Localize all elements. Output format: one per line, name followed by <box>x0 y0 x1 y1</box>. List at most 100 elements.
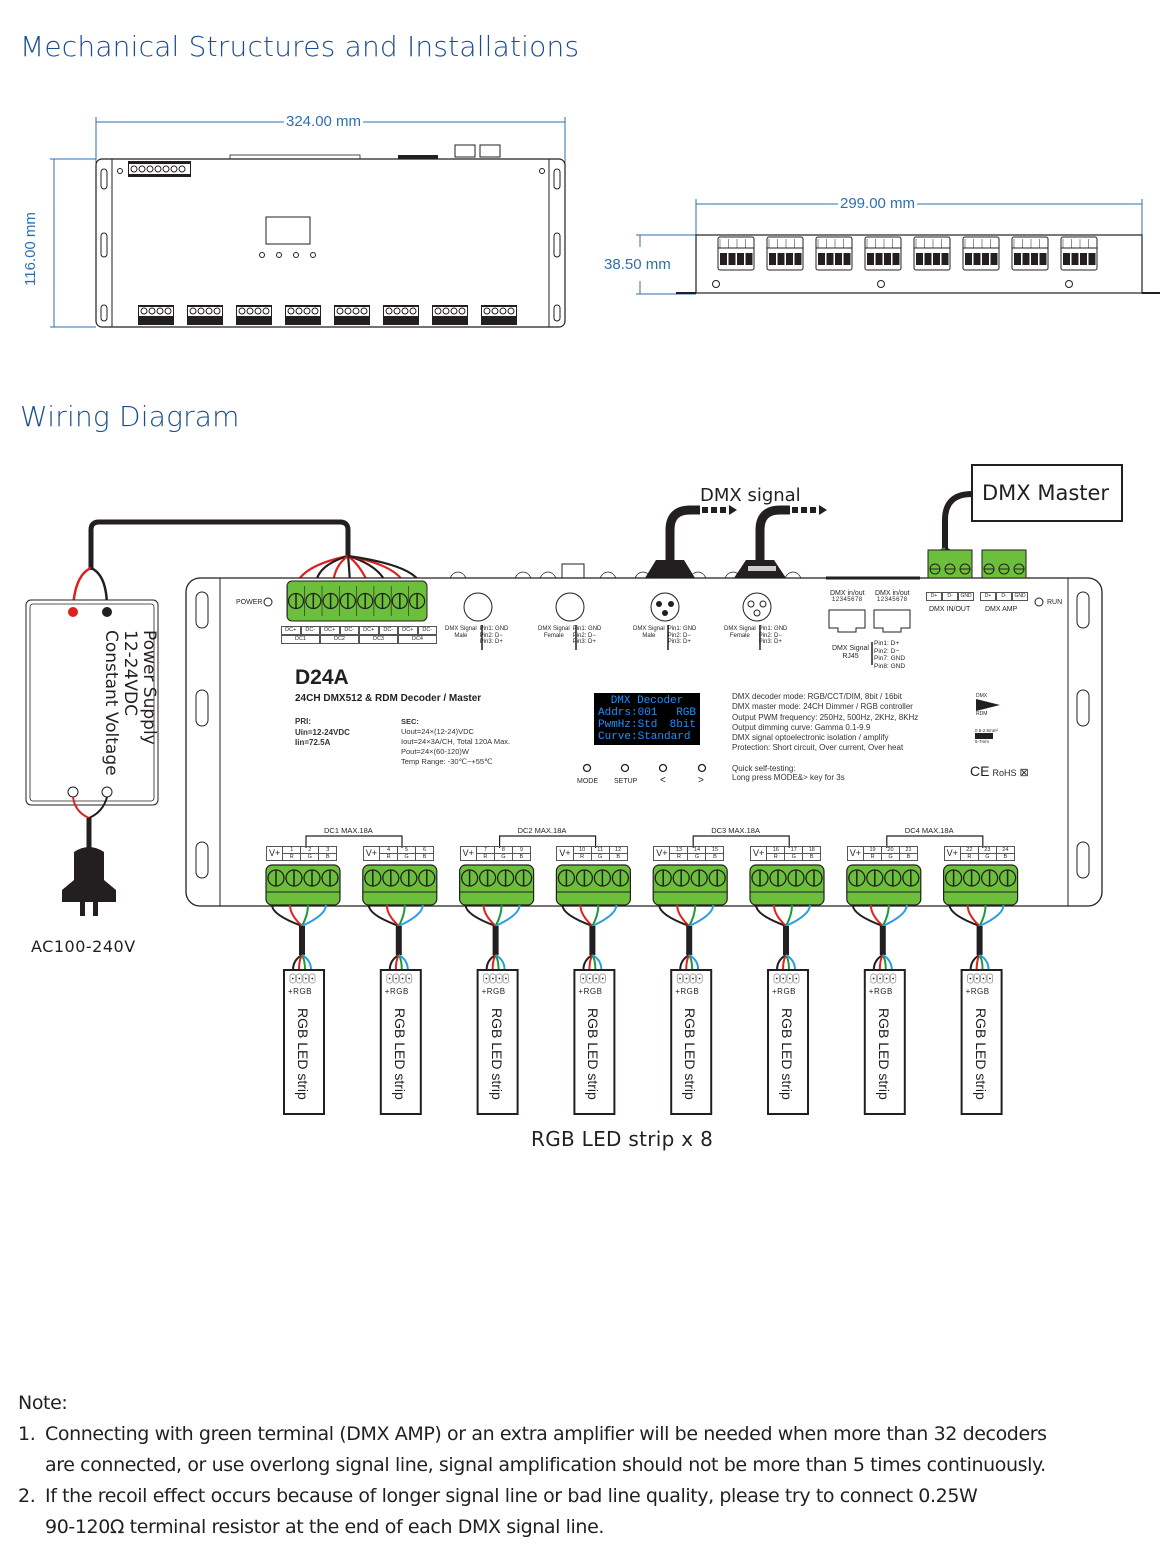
led-strip-label: RGB LED strip <box>585 1008 602 1100</box>
rj45-signal-label1: DMX Signal <box>832 645 869 652</box>
led-strip-label: RGB LED strip <box>682 1008 699 1100</box>
notes-section: Note: 1.Connecting with green terminal (… <box>18 1388 1047 1543</box>
led-strip-pin-label: +RGB <box>772 987 797 996</box>
dmx-rdm-icon: DMX RDM <box>976 693 1016 717</box>
led-strip-pin-label: +RGB <box>384 987 409 996</box>
rj45-pin-numbers: 12345678 <box>876 597 908 603</box>
led-strip-label: RGB LED strip <box>488 1008 505 1100</box>
note-text: If the recoil effect occurs because of l… <box>45 1485 978 1507</box>
pri-title: PRI: <box>295 717 311 726</box>
vplus-label: V+ <box>556 846 574 861</box>
dc-group-label: DC1 <box>281 635 320 644</box>
dc-input-terminal-label: DC+ <box>398 626 418 635</box>
rj45-pin: Pin8: GND <box>874 662 906 670</box>
led-strip <box>960 969 1003 1115</box>
self-test-note: Quick self-testing: Long press MODE&> ke… <box>732 764 845 782</box>
output-terminal-block <box>749 864 825 906</box>
oled-bit: 8bit <box>669 719 696 731</box>
dmx-terminal-label: D- <box>996 592 1012 601</box>
top-view-drawing <box>50 117 566 328</box>
sec-line: Iout=24×3A/CH, Total 120A Max. <box>401 737 511 746</box>
mechanical-section-title: Mechanical Structures and Installations <box>20 30 580 63</box>
led-strip <box>573 969 616 1115</box>
feature-item: DMX master mode: 24CH Dimmer / RGB contr… <box>732 702 913 712</box>
led-strip <box>283 969 325 1115</box>
sec-spec: SEC: Uout=24×(12-24)VDC Iout=24×3A/CH, T… <box>401 717 510 767</box>
rdm-icon-text: RDM <box>976 711 988 717</box>
group-bracket <box>305 835 403 848</box>
oled-mode: RGB <box>676 707 696 719</box>
feature-item: DMX decoder mode: RGB/CCT/DIM, 8bit / 16… <box>732 692 902 701</box>
dc-input-terminal-label: DC- <box>378 626 398 635</box>
weee-bin-icon: ⊠ <box>1019 767 1029 779</box>
wiring-section-title: Wiring Diagram <box>20 400 240 433</box>
wire-spec-text: 0.5-2.5mm² <box>975 728 999 733</box>
top-width-dimension: 324.00 mm <box>284 113 364 130</box>
led-strip-pin-label: +RGB <box>578 987 603 996</box>
left-button[interactable]: < <box>660 775 666 786</box>
dmx-amp-terminal-labels: D+D-GND <box>980 592 1028 601</box>
mode-button[interactable]: MODE <box>577 778 598 785</box>
dc-input-terminal-label: DC+ <box>359 626 379 635</box>
dc-input-terminal-label: DC+ <box>320 626 340 635</box>
feature-item: Output PWM frequency: 250Hz, 500Hz, 2KHz… <box>732 712 919 722</box>
led-strip-label: RGB LED strip <box>875 1008 892 1100</box>
ac-plug-icon <box>62 847 116 902</box>
led-strip <box>670 969 713 1115</box>
dmx-signal-label: DMX signal <box>700 485 801 506</box>
notes-title: Note: <box>18 1392 68 1414</box>
output-group-label: DC1 MAX.18A <box>324 826 373 835</box>
power-supply-box <box>29 603 155 802</box>
rj45-pin: Pin7: GND <box>874 655 906 662</box>
led-strip-label: RGB LED strip <box>295 1008 311 1100</box>
dc-group-label: DC3 <box>359 635 398 644</box>
vplus-label: V+ <box>266 846 284 861</box>
rj45-pin: Pin1: D+ <box>874 640 900 647</box>
sec-line: Pout=24×(60-120)W <box>401 747 469 756</box>
pri-spec: PRI: Uin=12-24VDC Iin=72.5A <box>295 717 350 749</box>
setup-button[interactable]: SETUP <box>614 778 638 785</box>
led-strip-pin-label: +RGB <box>481 987 506 996</box>
power-supply-line2: 12-24VDC <box>120 630 140 716</box>
model-subtitle: 24CH DMX512 & RDM Decoder / Master <box>295 693 482 704</box>
note-text-continued: 90-120Ω terminal resistor at the end of … <box>45 1516 604 1538</box>
output-terminal-block <box>459 864 535 906</box>
note-item: 2.If the recoil effect occurs because of… <box>18 1481 1047 1512</box>
self-test-line1: Quick self-testing: <box>732 764 796 773</box>
sec-line: Temp Range: -30℃~+55℃ <box>401 757 493 766</box>
pri-line: Iin=72.5A <box>295 738 331 747</box>
ce-icon: CE <box>970 763 990 779</box>
led-strip <box>767 969 809 1115</box>
rj45-signal-label2: RJ45 <box>842 653 859 660</box>
led-strip <box>476 969 519 1115</box>
power-negative-terminal <box>102 607 112 617</box>
feature-item: Output dimming curve: Gamma 0.1-9.9 <box>732 722 871 732</box>
led-strip-pin-label: +RGB <box>288 987 313 996</box>
output-terminal-block <box>265 864 341 906</box>
right-button[interactable]: > <box>698 775 704 786</box>
dc-input-terminal-label: DC- <box>300 626 320 635</box>
output-terminal-block <box>652 864 728 906</box>
power-label: POWER <box>236 599 263 606</box>
note-item: 1.Connecting with green terminal (DMX AM… <box>18 1419 1047 1450</box>
group-bracket <box>886 835 984 848</box>
